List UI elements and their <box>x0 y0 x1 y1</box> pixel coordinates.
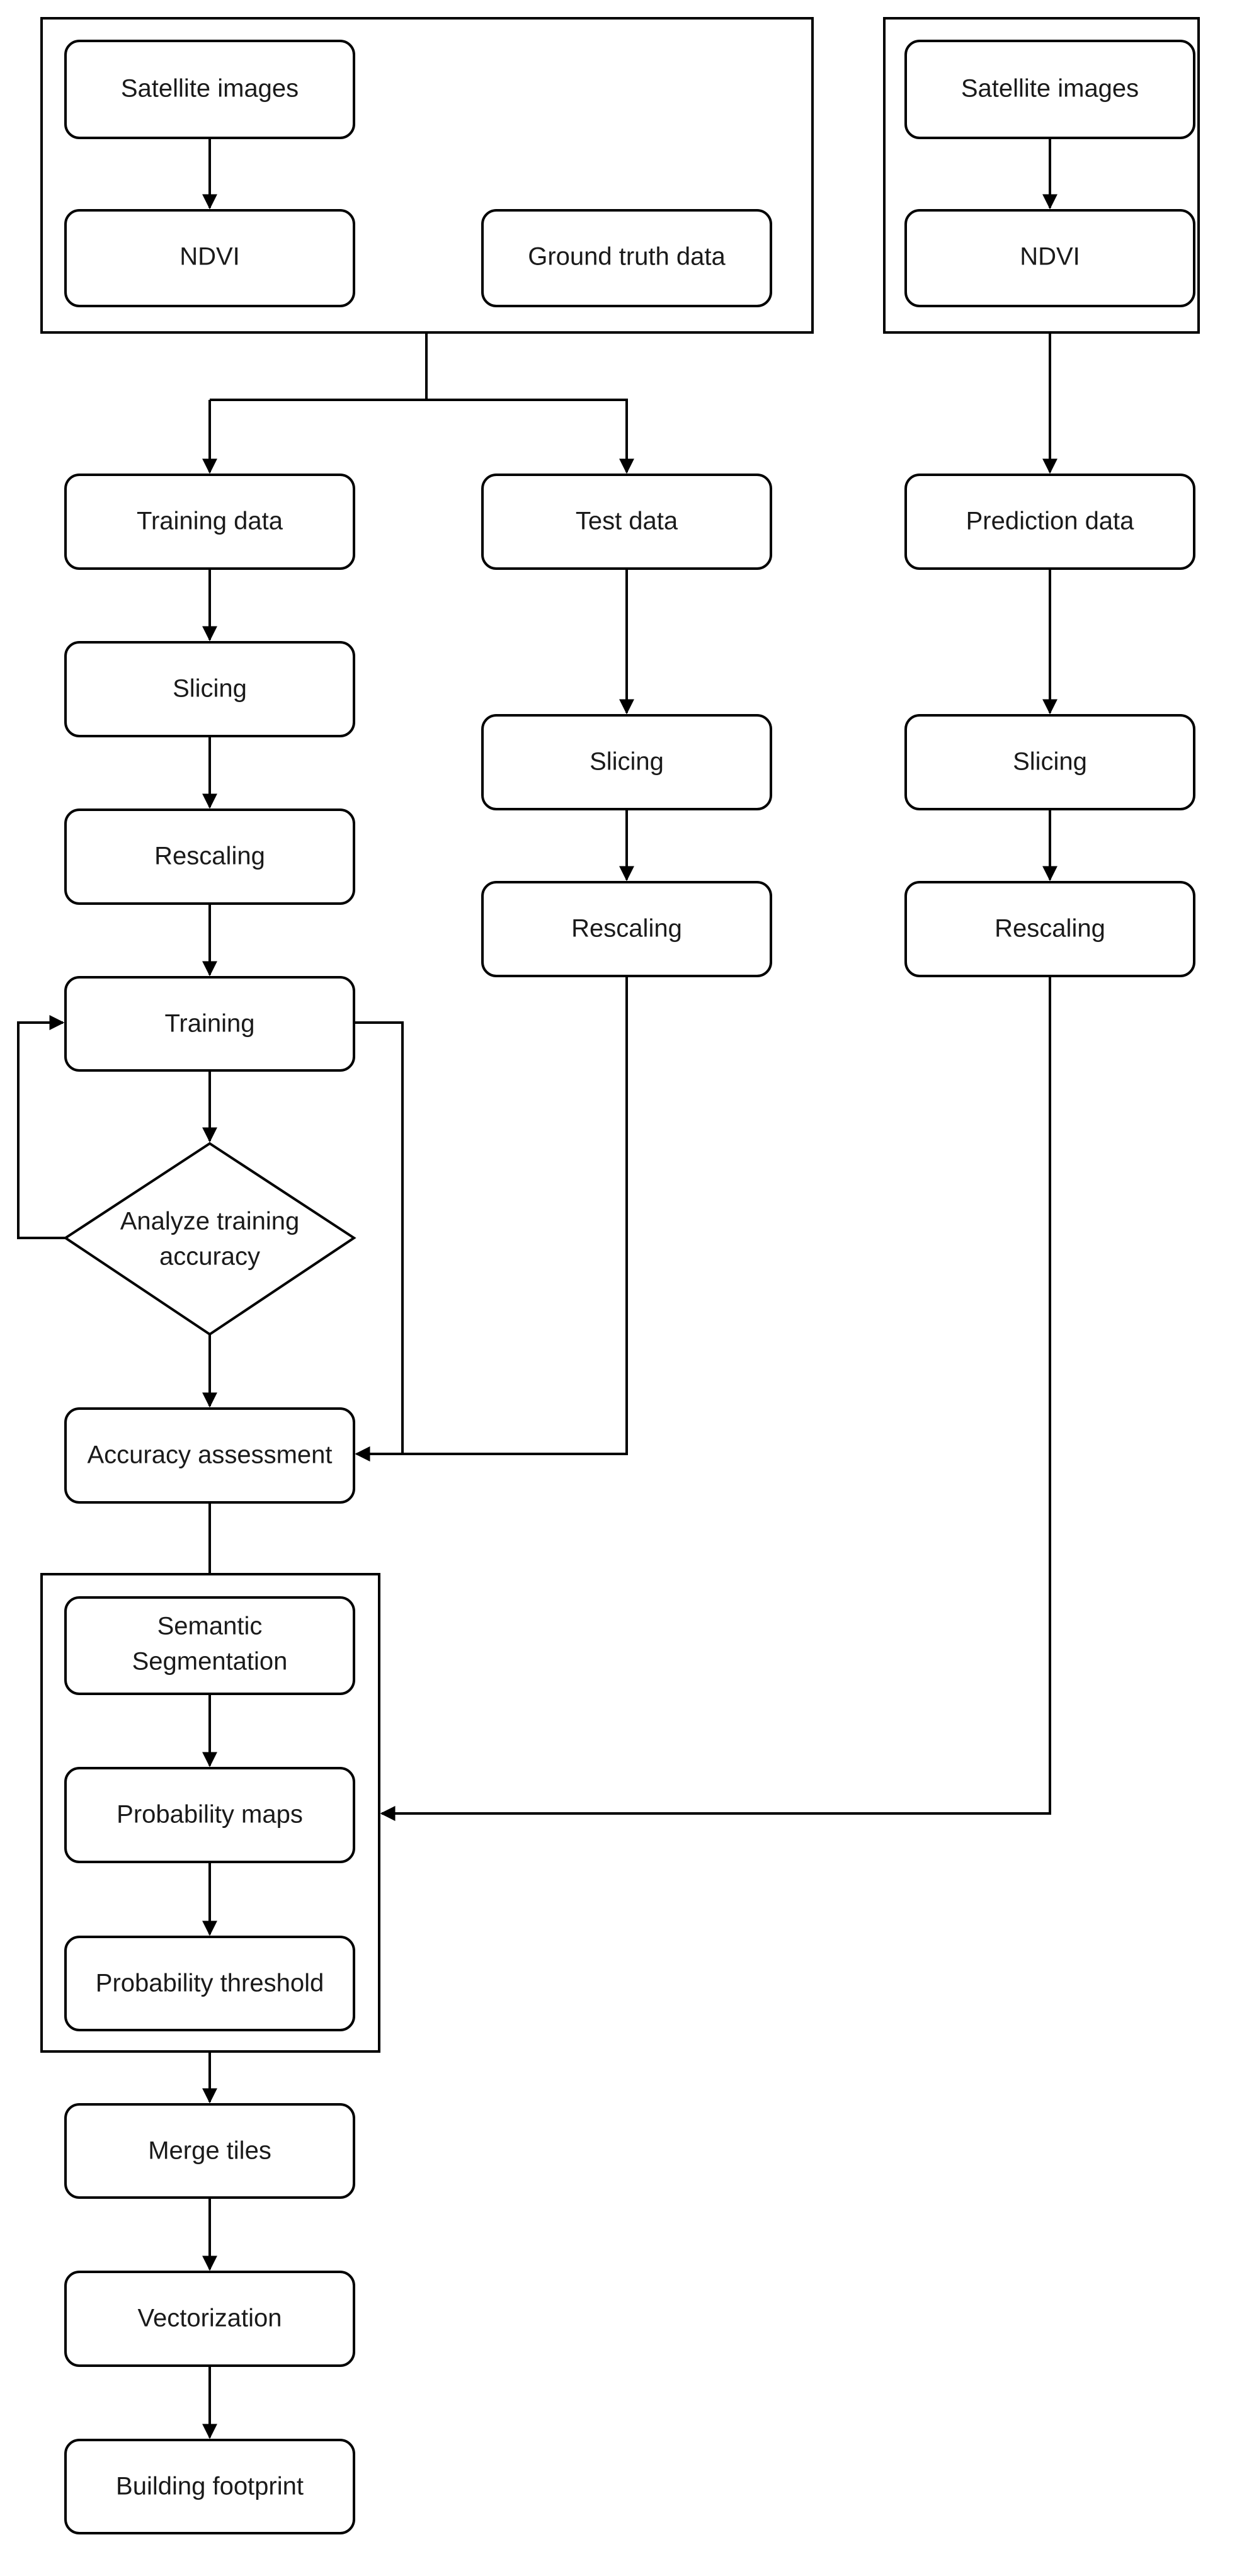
svg-text:Analyze training: Analyze training <box>120 1208 300 1235</box>
svg-text:Accuracy assessment: Accuracy assessment <box>87 1441 332 1469</box>
node-training: Training <box>64 976 355 1072</box>
node-building-footprint: Building footprint <box>64 2439 355 2534</box>
svg-text:Test data: Test data <box>576 508 678 535</box>
svg-text:Rescaling: Rescaling <box>995 915 1105 943</box>
svg-text:Ground truth data: Ground truth data <box>528 243 726 271</box>
node-ndvi-right: NDVI <box>904 209 1195 307</box>
node-satellite-images-right: Satellite images <box>904 40 1195 139</box>
node-rescaling-prediction: Rescaling <box>904 881 1195 977</box>
node-analyze-training-accuracy: Analyze training accuracy <box>63 1142 356 1336</box>
node-vectorization: Vectorization <box>64 2271 355 2367</box>
svg-text:Slicing: Slicing <box>1013 748 1087 776</box>
svg-text:accuracy: accuracy <box>159 1243 260 1271</box>
node-ground-truth-data: Ground truth data <box>481 209 772 307</box>
svg-text:NDVI: NDVI <box>180 243 240 271</box>
node-rescaling-training: Rescaling <box>64 809 355 905</box>
svg-text:Vectorization: Vectorization <box>137 2305 282 2332</box>
svg-text:Merge tiles: Merge tiles <box>148 2137 271 2165</box>
node-slicing-prediction: Slicing <box>904 714 1195 810</box>
svg-text:Satellite images: Satellite images <box>121 75 299 103</box>
edge-training-to-accuracy <box>354 1021 404 1461</box>
node-satellite-images-left: Satellite images <box>64 40 355 139</box>
svg-text:Segmentation: Segmentation <box>132 1648 288 1676</box>
svg-text:Satellite images: Satellite images <box>961 75 1139 103</box>
node-training-data: Training data <box>64 474 355 570</box>
node-probability-threshold: Probability threshold <box>64 1936 355 2031</box>
svg-text:Rescaling: Rescaling <box>154 843 265 870</box>
svg-text:Probability maps: Probability maps <box>117 1801 303 1829</box>
svg-text:Slicing: Slicing <box>590 748 664 776</box>
svg-text:Training: Training <box>164 1010 254 1038</box>
node-rescaling-test: Rescaling <box>481 881 772 977</box>
svg-text:NDVI: NDVI <box>1020 243 1080 271</box>
edge-test-rescaling-to-accuracy <box>355 976 628 1461</box>
edge-analyze-loop-back <box>17 1015 66 1239</box>
svg-text:Training data: Training data <box>137 508 283 535</box>
svg-text:Semantic: Semantic <box>157 1613 263 1640</box>
edge-split-to-test-data <box>210 399 634 474</box>
input-data-group-right <box>883 17 1200 334</box>
node-merge-tiles: Merge tiles <box>64 2103 355 2199</box>
svg-text:Probability threshold: Probability threshold <box>96 1970 324 1997</box>
svg-text:Rescaling: Rescaling <box>571 915 682 943</box>
edges <box>17 138 1057 2439</box>
svg-text:Prediction data: Prediction data <box>966 508 1135 535</box>
node-prediction-data: Prediction data <box>904 474 1195 570</box>
svg-text:Slicing: Slicing <box>173 675 247 703</box>
node-semantic-segmentation: Semantic Segmentation <box>64 1596 355 1695</box>
node-ndvi-left: NDVI <box>64 209 355 307</box>
edge-pred-rescaling-to-probability-maps <box>380 976 1051 1821</box>
node-probability-maps: Probability maps <box>64 1767 355 1863</box>
node-accuracy-assessment: Accuracy assessment <box>64 1407 355 1504</box>
node-slicing-training: Slicing <box>64 641 355 737</box>
node-slicing-test: Slicing <box>481 714 772 810</box>
svg-text:Building footprint: Building footprint <box>116 2473 304 2500</box>
node-test-data: Test data <box>481 474 772 570</box>
